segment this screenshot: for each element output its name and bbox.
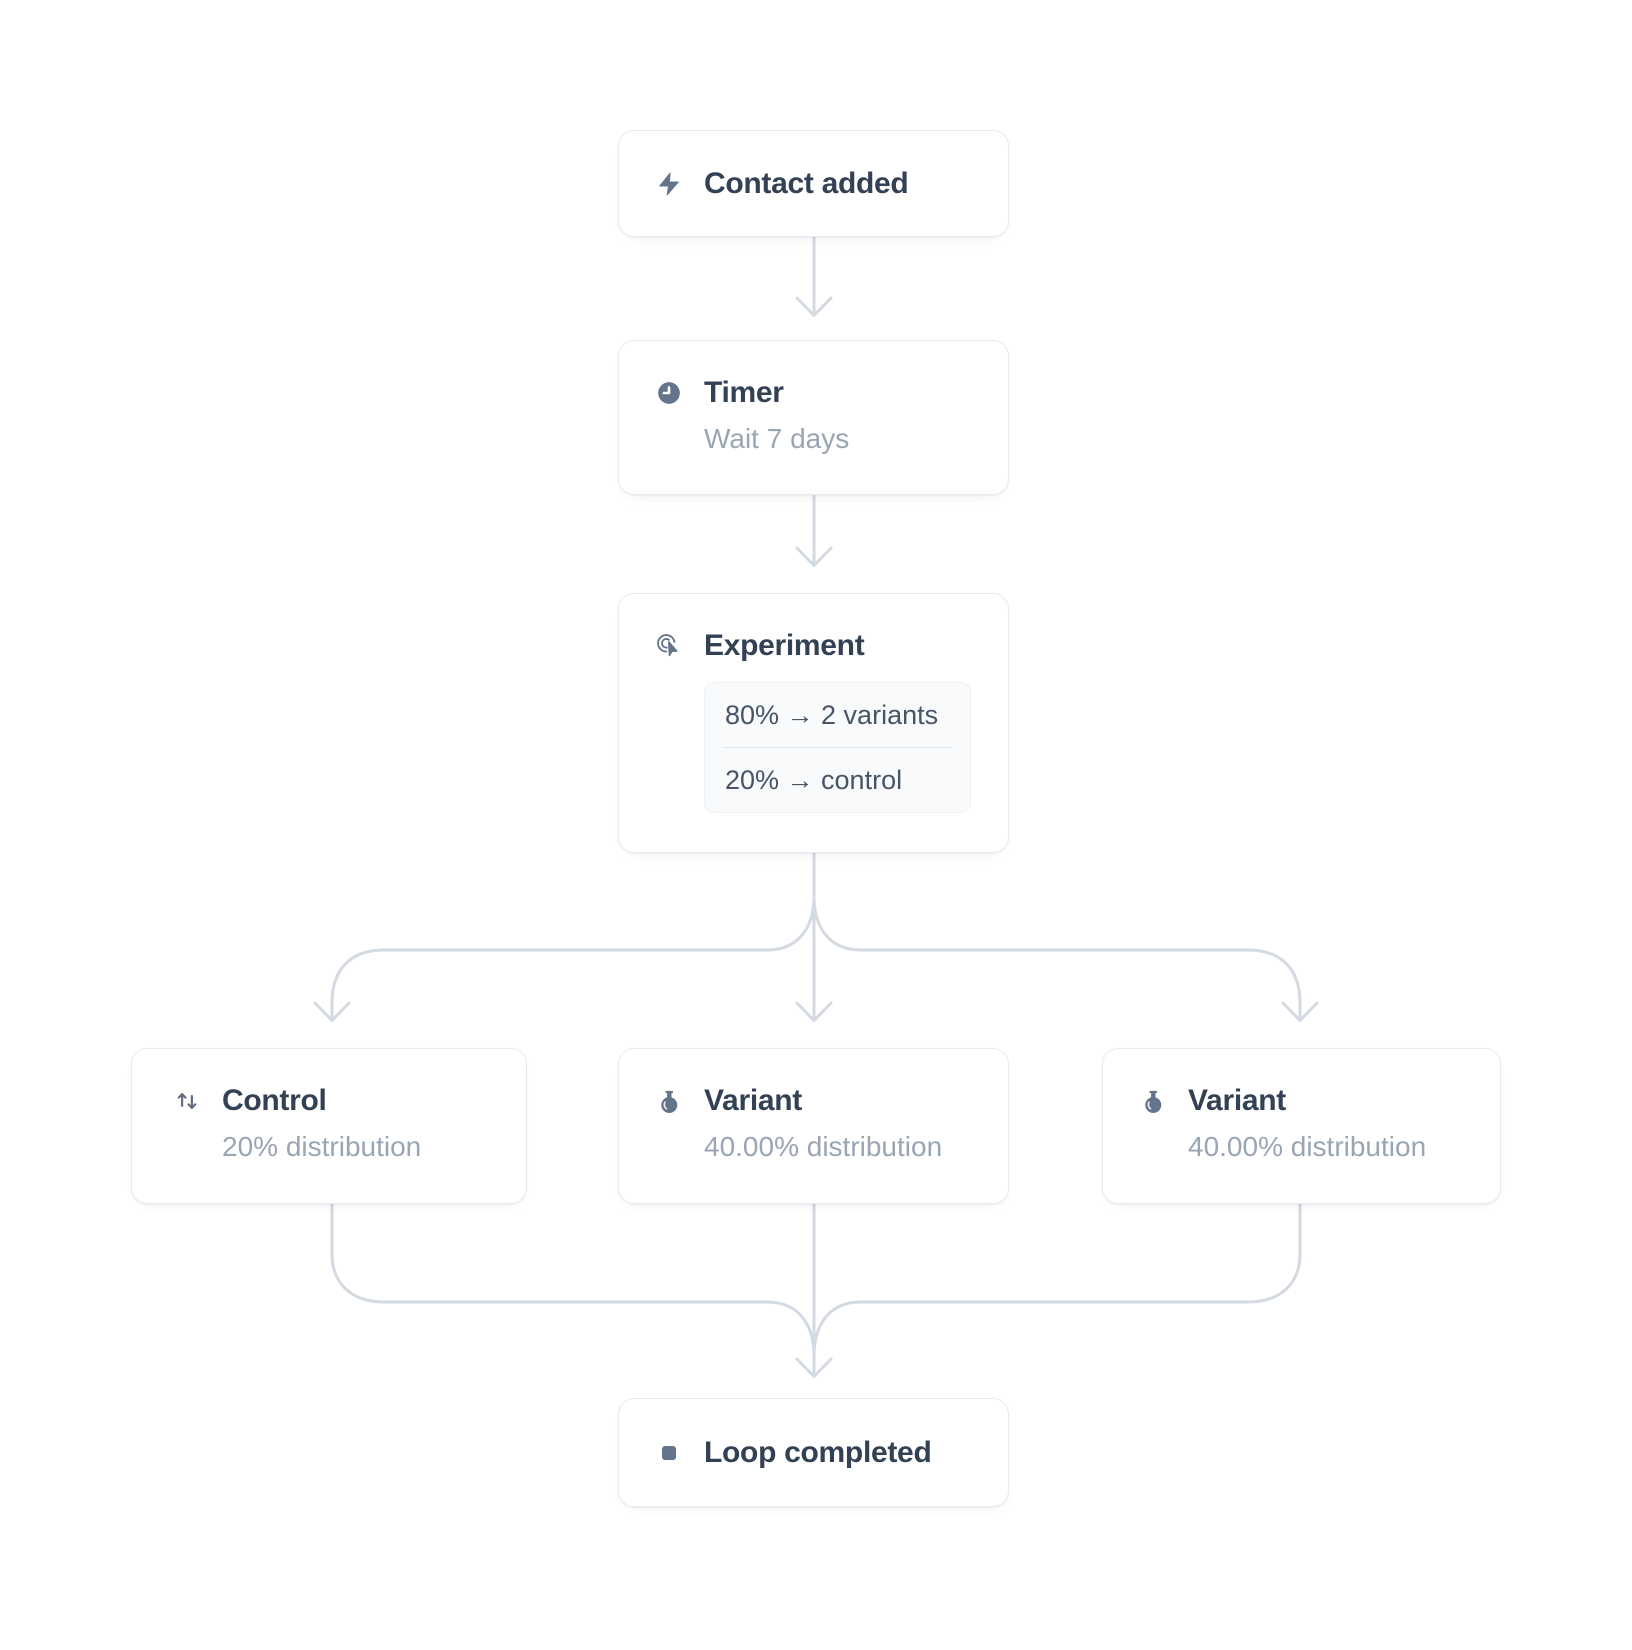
node-experiment[interactable]: Experiment 80% → 2 variants 20% → contro… (618, 593, 1009, 853)
edge-experiment-variant-a-arrowhead (795, 1001, 833, 1022)
node-title: Control (222, 1084, 327, 1117)
node-variant-b[interactable]: Variant 40.00% distribution (1102, 1048, 1501, 1204)
node-subtitle: Wait 7 days (704, 423, 850, 454)
experiment-split-box: 80% → 2 variants 20% → control (704, 682, 971, 813)
node-control[interactable]: Control 20% distribution (131, 1048, 527, 1204)
node-subtitle: 20% distribution (222, 1131, 422, 1162)
split-divider (723, 747, 952, 748)
zap-icon (656, 171, 682, 197)
node-header: Timer (656, 374, 970, 412)
node-variant-a[interactable]: Variant 40.00% distribution (618, 1048, 1009, 1204)
flask-icon (656, 1088, 682, 1114)
node-subtitle: 40.00% distribution (704, 1131, 943, 1162)
edge-control-loop (330, 1203, 816, 1358)
node-header: Control (174, 1082, 488, 1120)
node-title: Experiment (704, 629, 865, 662)
edge-variant-a-loop-arrowhead (795, 1357, 833, 1378)
edge-variant-b-loop (812, 1203, 1302, 1358)
edge-experiment-variant-b (812, 851, 1302, 1021)
experiment-split-variants: 80% → 2 variants (725, 700, 939, 730)
node-title: Variant (1188, 1084, 1286, 1117)
node-header: Variant (1140, 1082, 1462, 1120)
edge-experiment-control (330, 851, 816, 1021)
experiment-split-control: 20% → control (725, 765, 903, 795)
clock-icon (656, 380, 682, 406)
node-subtitle: 40.00% distribution (1188, 1131, 1427, 1162)
node-header: Variant (656, 1082, 970, 1120)
node-timer[interactable]: Timer Wait 7 days (618, 340, 1009, 495)
node-title: Timer (704, 376, 784, 409)
edge-experiment-variant-b-arrowhead (1281, 1001, 1319, 1022)
node-title: Loop completed (704, 1435, 932, 1469)
node-title: Contact added (704, 166, 909, 200)
node-loop-completed[interactable]: Loop completed (618, 1398, 1009, 1507)
edge-contact-timer-arrowhead (795, 296, 833, 317)
edge-experiment-control-arrowhead (313, 1001, 351, 1022)
node-header: Experiment (656, 627, 970, 665)
node-contact-added[interactable]: Contact added (618, 130, 1009, 237)
flask-icon (1140, 1088, 1166, 1114)
node-title: Variant (704, 1084, 802, 1117)
arrow-up-down-icon (174, 1088, 200, 1114)
pointer-click-icon (656, 633, 682, 659)
edge-timer-experiment-arrowhead (795, 546, 833, 567)
stop-icon (656, 1440, 682, 1466)
